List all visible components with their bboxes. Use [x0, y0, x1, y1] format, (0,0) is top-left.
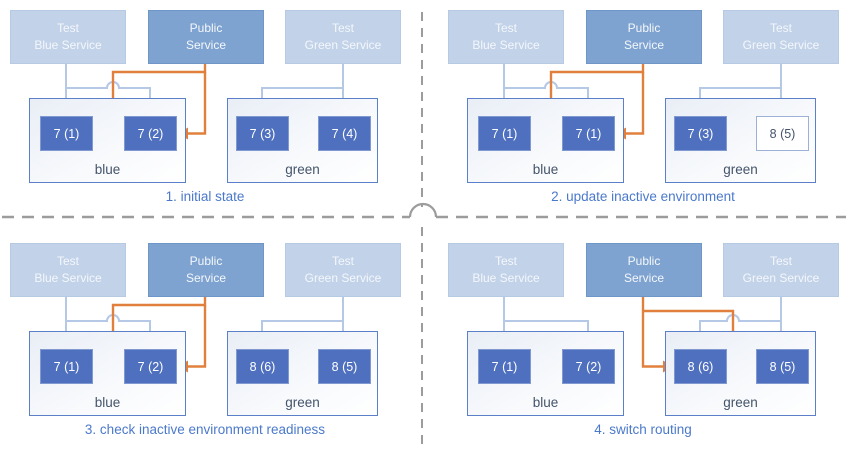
service-label: Service	[185, 271, 226, 285]
pod: 7 (3)	[674, 116, 727, 151]
service-label: Test	[331, 254, 354, 268]
public-service-box: Public Service	[586, 10, 702, 64]
test-blue-service-box: Test Blue Service	[10, 243, 126, 297]
public-service-box: Public Service	[148, 243, 264, 297]
step-caption: 1. initial state	[165, 189, 245, 204]
service-label: Blue Service	[34, 38, 102, 52]
pod: 7 (4)	[318, 116, 371, 151]
test-green-service-box: Test Green Service	[723, 10, 839, 64]
public-service-box: Public Service	[148, 10, 264, 64]
pod: 8 (5)	[318, 349, 371, 384]
step-caption: 2. update inactive environment	[551, 189, 735, 204]
pod: 7 (1)	[40, 116, 93, 151]
quadrant-initial-state: Test Blue Service Public Service Test Gr…	[0, 0, 424, 223]
pod: 7 (2)	[124, 116, 177, 151]
step-caption: 4. switch routing	[594, 422, 692, 437]
service-label: Blue Service	[472, 271, 540, 285]
quadrant-update-inactive: Test Blue Service Public Service Test Gr…	[424, 0, 848, 223]
environment-label: green	[723, 395, 758, 410]
environment-label: green	[285, 395, 320, 410]
test-green-service-box: Test Green Service	[723, 243, 839, 297]
pod: 7 (1)	[562, 116, 615, 151]
quadrant-switch-routing: Test Blue Service Public Service Test Gr…	[424, 233, 848, 456]
service-label: Test	[56, 21, 79, 35]
service-label: Public	[627, 21, 661, 35]
step-caption: 3. check inactive environment readiness	[84, 422, 326, 437]
pod: 7 (1)	[478, 116, 531, 151]
pod: 7 (3)	[236, 116, 289, 151]
environment-label: green	[285, 162, 320, 177]
environment-label: blue	[532, 395, 559, 410]
quadrant-check-readiness: Test Blue Service Public Service Test Gr…	[0, 233, 424, 456]
public-service-box: Public Service	[586, 243, 702, 297]
test-blue-service-box: Test Blue Service	[448, 10, 564, 64]
service-label: Public	[627, 254, 661, 268]
pod: 8 (5)	[756, 116, 809, 151]
service-label: Test	[494, 254, 517, 268]
pod: 7 (1)	[40, 349, 93, 384]
pod: 7 (2)	[124, 349, 177, 384]
pod: 7 (2)	[562, 349, 615, 384]
service-label: Test	[494, 21, 517, 35]
service-label: Green Service	[304, 38, 382, 52]
service-label: Blue Service	[34, 271, 102, 285]
service-label: Service	[185, 38, 226, 52]
environment-label: green	[723, 162, 758, 177]
service-label: Test	[331, 21, 354, 35]
service-label: Public	[189, 254, 223, 268]
service-label: Test	[769, 254, 792, 268]
pod: 8 (6)	[674, 349, 727, 384]
pod: 8 (5)	[756, 349, 809, 384]
service-label: Green Service	[742, 271, 820, 285]
service-label: Green Service	[742, 38, 820, 52]
service-label: Service	[623, 271, 664, 285]
test-blue-service-box: Test Blue Service	[448, 243, 564, 297]
test-green-service-box: Test Green Service	[285, 243, 401, 297]
service-label: Green Service	[304, 271, 382, 285]
test-blue-service-box: Test Blue Service	[10, 10, 126, 64]
service-label: Public	[189, 21, 223, 35]
service-label: Test	[56, 254, 79, 268]
test-green-service-box: Test Green Service	[285, 10, 401, 64]
environment-label: blue	[94, 162, 121, 177]
pod: 8 (6)	[236, 349, 289, 384]
service-label: Blue Service	[472, 38, 540, 52]
service-label: Service	[623, 38, 664, 52]
pod: 7 (1)	[478, 349, 531, 384]
divider-crossing-arc	[408, 202, 438, 218]
environment-label: blue	[94, 395, 121, 410]
service-label: Test	[769, 21, 792, 35]
environment-label: blue	[532, 162, 559, 177]
